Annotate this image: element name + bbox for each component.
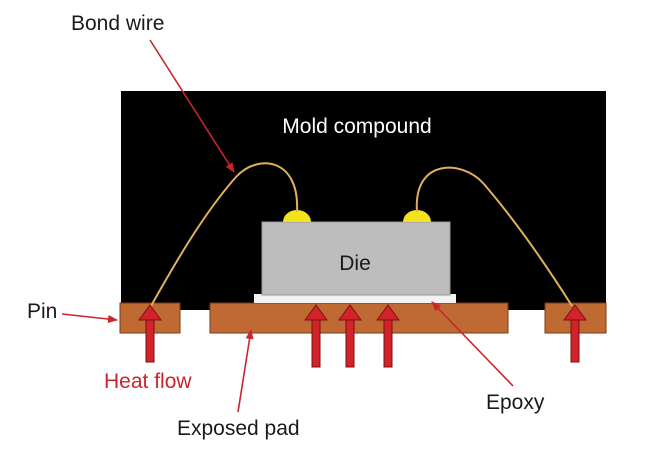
die-label: Die: [339, 252, 371, 275]
right-bond-wire: [415, 166, 573, 307]
mold-compound-label: Mold compound: [282, 115, 431, 138]
heat-arrow-pad-1: [304, 304, 328, 368]
exposed-pad-label: Exposed pad: [177, 417, 300, 440]
heat-arrow-pad-3: [376, 304, 400, 368]
epoxy-label: Epoxy: [486, 391, 545, 414]
bond-wire-label: Bond wire: [71, 12, 164, 35]
right-solder-ball: [403, 210, 431, 222]
pin-label: Pin: [27, 300, 57, 323]
pin-leader: [61, 313, 118, 324]
exposed-pad-leader: [237, 329, 254, 413]
heat-flow-arrows: [138, 304, 587, 368]
epoxy-leader: [431, 301, 514, 387]
left-bond-wire: [150, 162, 299, 307]
epoxy-layer: [254, 294, 456, 303]
heat-flow-label: Heat flow: [104, 370, 192, 393]
die: [261, 221, 451, 296]
heat-arrow-right-pin: [563, 304, 587, 363]
left-solder-ball: [283, 210, 311, 222]
heat-arrow-pad-2: [338, 304, 362, 368]
heat-arrow-left-pin: [138, 304, 162, 363]
bond-wire-leader: [149, 39, 235, 173]
